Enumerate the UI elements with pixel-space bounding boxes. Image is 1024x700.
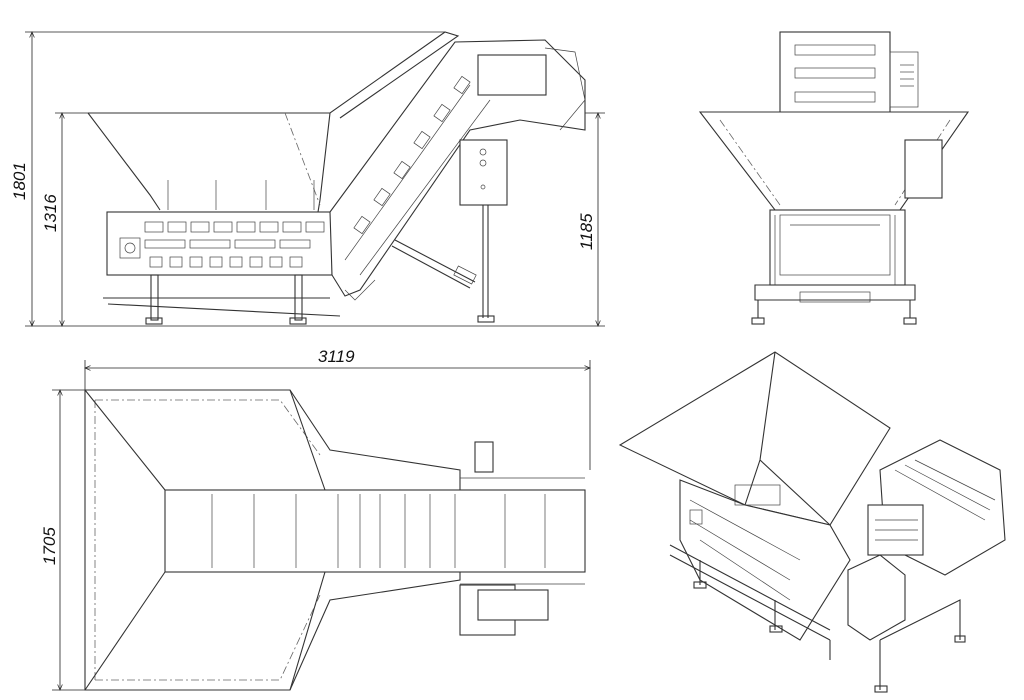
- front-view: [698, 31, 970, 325]
- isometric-view: [618, 351, 1006, 693]
- dim-label-1185: 1185: [577, 213, 596, 250]
- dim-label-1801: 1801: [10, 162, 29, 200]
- side-view: 1801 1316 1185: [10, 32, 605, 326]
- top-view: 3119 1705: [40, 347, 590, 690]
- dim-label-3119: 3119: [318, 347, 355, 366]
- dimension-1185: 1185: [560, 113, 605, 326]
- dimension-3119: 3119: [85, 347, 590, 470]
- dim-label-1316: 1316: [41, 194, 60, 232]
- dim-label-1705: 1705: [40, 527, 59, 565]
- control-box: [459, 139, 508, 206]
- motor-box: [477, 54, 547, 96]
- dimension-1705: 1705: [40, 390, 88, 690]
- dimension-1801: 1801: [10, 32, 445, 326]
- dimension-1316: 1316: [41, 113, 90, 326]
